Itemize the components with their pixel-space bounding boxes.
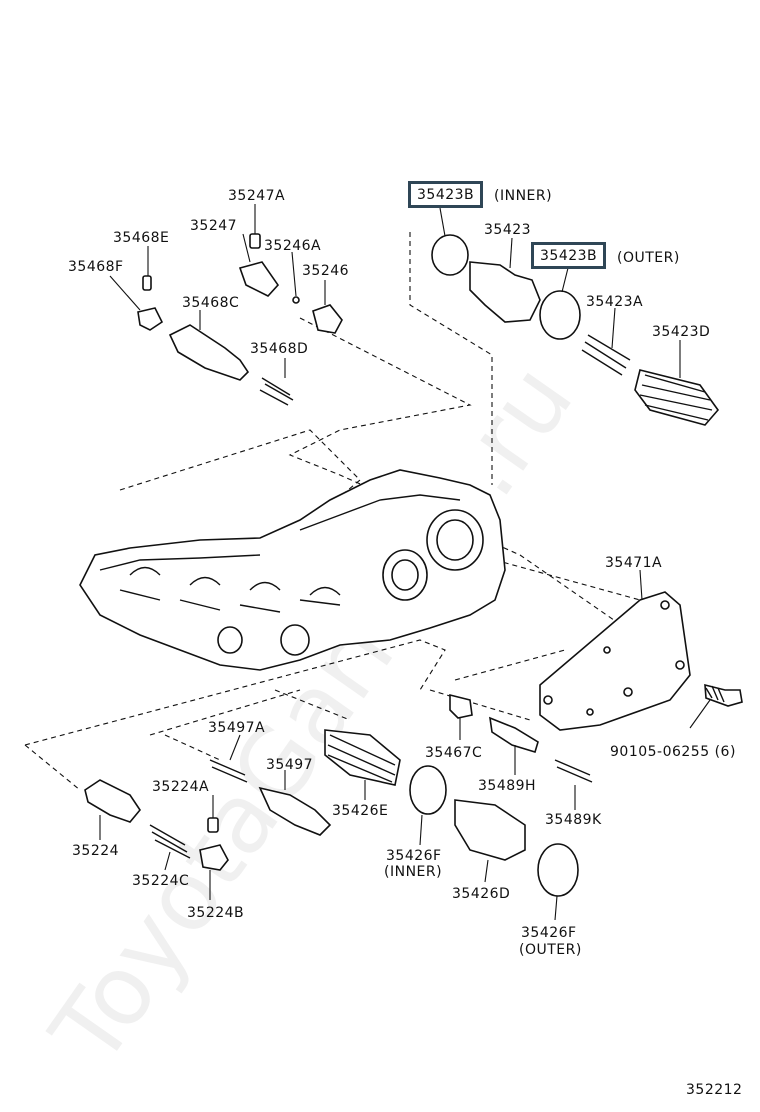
label-35246A: 35246A (264, 238, 322, 254)
label-35468D: 35468D (250, 341, 309, 357)
label-35426F-outer: 35426F (521, 925, 577, 941)
label-35426E: 35426E (332, 803, 389, 819)
label-35423B-outer: 35423B (531, 242, 607, 269)
label-35468C: 35468C (182, 295, 240, 311)
label-35423B-inner: 35423B (408, 181, 484, 208)
label-35224A: 35224A (152, 779, 210, 795)
label-35423A: 35423A (586, 294, 644, 310)
separator-plate (539, 591, 691, 731)
label-35497A: 35497A (208, 720, 266, 736)
label-35423B-inner-note: (INNER) (494, 188, 553, 204)
page-code: 352212 (686, 1082, 743, 1098)
label-35224: 35224 (72, 843, 120, 859)
label-35426F-inner: 35426F (386, 848, 442, 864)
label-35423: 35423 (484, 222, 532, 238)
label-90105-06255: 90105-06255 (6) (610, 744, 736, 760)
label-35468F: 35468F (68, 259, 124, 275)
label-35471A: 35471A (605, 555, 663, 571)
label-35247A: 35247A (228, 188, 286, 204)
label-35426F-inner-note: (INNER) (384, 864, 443, 880)
label-35423D: 35423D (652, 324, 711, 340)
label-35224B: 35224B (187, 905, 245, 921)
valve-body (79, 469, 506, 671)
label-35497: 35497 (266, 757, 314, 773)
label-35247: 35247 (190, 218, 238, 234)
leader-lines (99, 204, 711, 921)
label-35489H: 35489H (478, 778, 537, 794)
top-right-parts (431, 234, 720, 426)
label-35426D: 35426D (452, 886, 511, 902)
label-35467C: 35467C (425, 745, 483, 761)
bolt (704, 683, 743, 707)
top-left-parts (137, 233, 343, 406)
label-35224C: 35224C (132, 873, 190, 889)
label-35468E: 35468E (113, 230, 170, 246)
label-35246: 35246 (302, 263, 350, 279)
label-35489K: 35489K (545, 812, 602, 828)
bottom-parts (84, 693, 593, 897)
label-35423B-outer-note: (OUTER) (617, 250, 680, 266)
label-35426F-outer-note: (OUTER) (519, 942, 582, 958)
